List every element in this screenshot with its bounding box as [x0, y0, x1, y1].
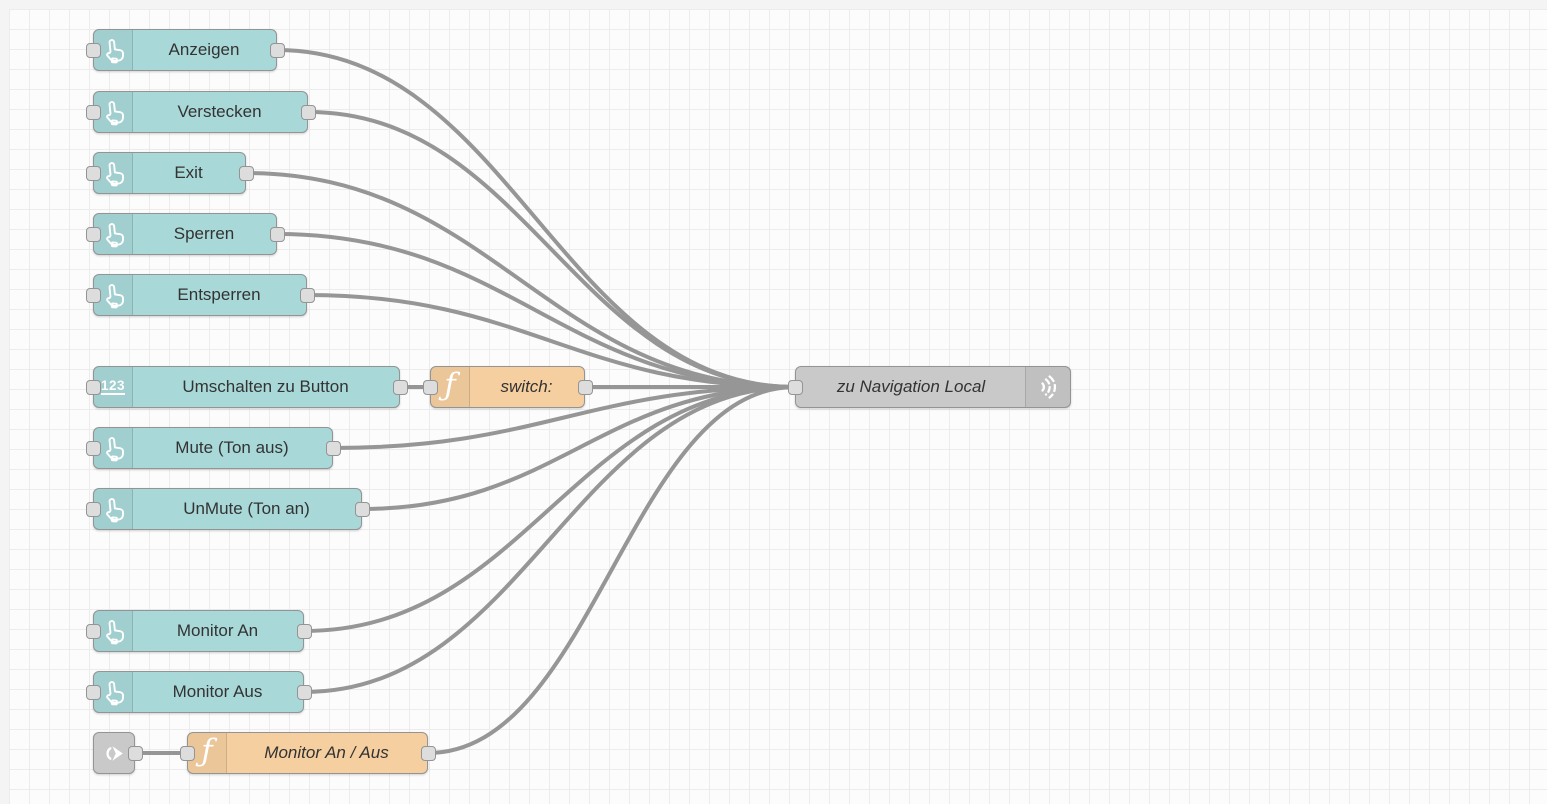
input-port[interactable]	[85, 379, 101, 395]
node-mute[interactable]: Mute (Ton aus)	[93, 427, 333, 469]
output-port[interactable]	[392, 379, 408, 395]
node-label: UnMute (Ton an)	[183, 499, 310, 518]
node-label: Sperren	[173, 224, 235, 243]
input-port[interactable]	[85, 623, 101, 639]
input-port[interactable]	[85, 104, 101, 120]
node-label: Verstecken	[177, 102, 262, 121]
node-label: Exit	[174, 163, 203, 182]
node-entsperren[interactable]: Entsperren	[93, 274, 307, 316]
wire-unmute-to-link-out[interactable]	[360, 385, 797, 511]
wire-monitor-an-to-link-out[interactable]	[302, 385, 797, 633]
input-port[interactable]	[85, 287, 101, 303]
output-port[interactable]	[354, 501, 370, 517]
input-port[interactable]	[85, 440, 101, 456]
node-label: Mute (Ton aus)	[175, 438, 289, 457]
output-port[interactable]	[299, 287, 315, 303]
node-unmute[interactable]: UnMute (Ton an)	[93, 488, 362, 530]
output-port[interactable]	[577, 379, 593, 395]
node-monitor-fn[interactable]: ƒ Monitor An / Aus	[187, 732, 428, 774]
node-label: switch:	[500, 377, 553, 396]
node-exit[interactable]: Exit	[93, 152, 246, 194]
link-in-icon	[94, 733, 134, 773]
hand-pointer-icon	[94, 428, 133, 468]
output-port[interactable]	[127, 745, 143, 761]
node-label: Umschalten zu Button	[182, 377, 349, 396]
link-out-icon	[1025, 367, 1070, 407]
input-port[interactable]	[85, 684, 101, 700]
node-anzeigen[interactable]: Anzeigen	[93, 29, 277, 71]
wire-sperren-to-link-out[interactable]	[275, 232, 797, 389]
node-link-out[interactable]: zu Navigation Local	[795, 366, 1071, 408]
node-verstecken[interactable]: Verstecken	[93, 91, 308, 133]
output-port[interactable]	[296, 684, 312, 700]
hand-pointer-icon	[94, 275, 133, 315]
output-port[interactable]	[300, 104, 316, 120]
function-f-icon: ƒ	[188, 733, 227, 773]
node-sperren[interactable]: Sperren	[93, 213, 277, 255]
wire-mute-to-link-out[interactable]	[331, 385, 797, 450]
output-port[interactable]	[420, 745, 436, 761]
hand-pointer-icon	[94, 30, 133, 70]
hand-pointer-icon	[94, 153, 133, 193]
node-label: Monitor An / Aus	[264, 743, 389, 762]
node-monitor-aus[interactable]: Monitor Aus	[93, 671, 304, 713]
hand-pointer-icon	[94, 672, 133, 712]
output-port[interactable]	[269, 42, 285, 58]
output-port[interactable]	[296, 623, 312, 639]
output-port[interactable]	[269, 226, 285, 242]
wire-exit-to-link-out[interactable]	[244, 171, 797, 389]
node-label: Entsperren	[177, 285, 261, 304]
workspace-edge-top	[0, 0, 1547, 9]
input-port[interactable]	[179, 745, 195, 761]
output-port[interactable]	[325, 440, 341, 456]
input-port[interactable]	[85, 42, 101, 58]
input-port[interactable]	[787, 379, 803, 395]
node-label: Monitor An	[176, 621, 259, 640]
hand-pointer-icon	[94, 214, 133, 254]
node-switch-fn[interactable]: ƒ switch:	[430, 366, 585, 408]
input-port[interactable]	[422, 379, 438, 395]
input-port[interactable]	[85, 501, 101, 517]
hand-pointer-icon	[94, 489, 133, 529]
input-port[interactable]	[85, 226, 101, 242]
node-umschalten[interactable]: 123 Umschalten zu Button	[93, 366, 400, 408]
hand-pointer-icon	[94, 611, 133, 651]
workspace-edge-left	[0, 0, 9, 804]
hand-pointer-icon	[94, 92, 133, 132]
node-label: zu Navigation Local	[836, 377, 986, 396]
wire-verstecken-to-link-out[interactable]	[306, 110, 797, 389]
wire-monitor-fn-to-link-out[interactable]	[426, 385, 797, 755]
node-label: Monitor Aus	[172, 682, 263, 701]
wire-monitor-aus-to-link-out[interactable]	[302, 385, 797, 694]
node-monitor-an[interactable]: Monitor An	[93, 610, 304, 652]
node-label: Anzeigen	[168, 40, 240, 59]
wire-entsperren-to-link-out[interactable]	[305, 293, 797, 389]
output-port[interactable]	[238, 165, 254, 181]
input-port[interactable]	[85, 165, 101, 181]
numeric-123-icon: 123	[94, 367, 133, 407]
function-f-icon: ƒ	[431, 367, 470, 407]
